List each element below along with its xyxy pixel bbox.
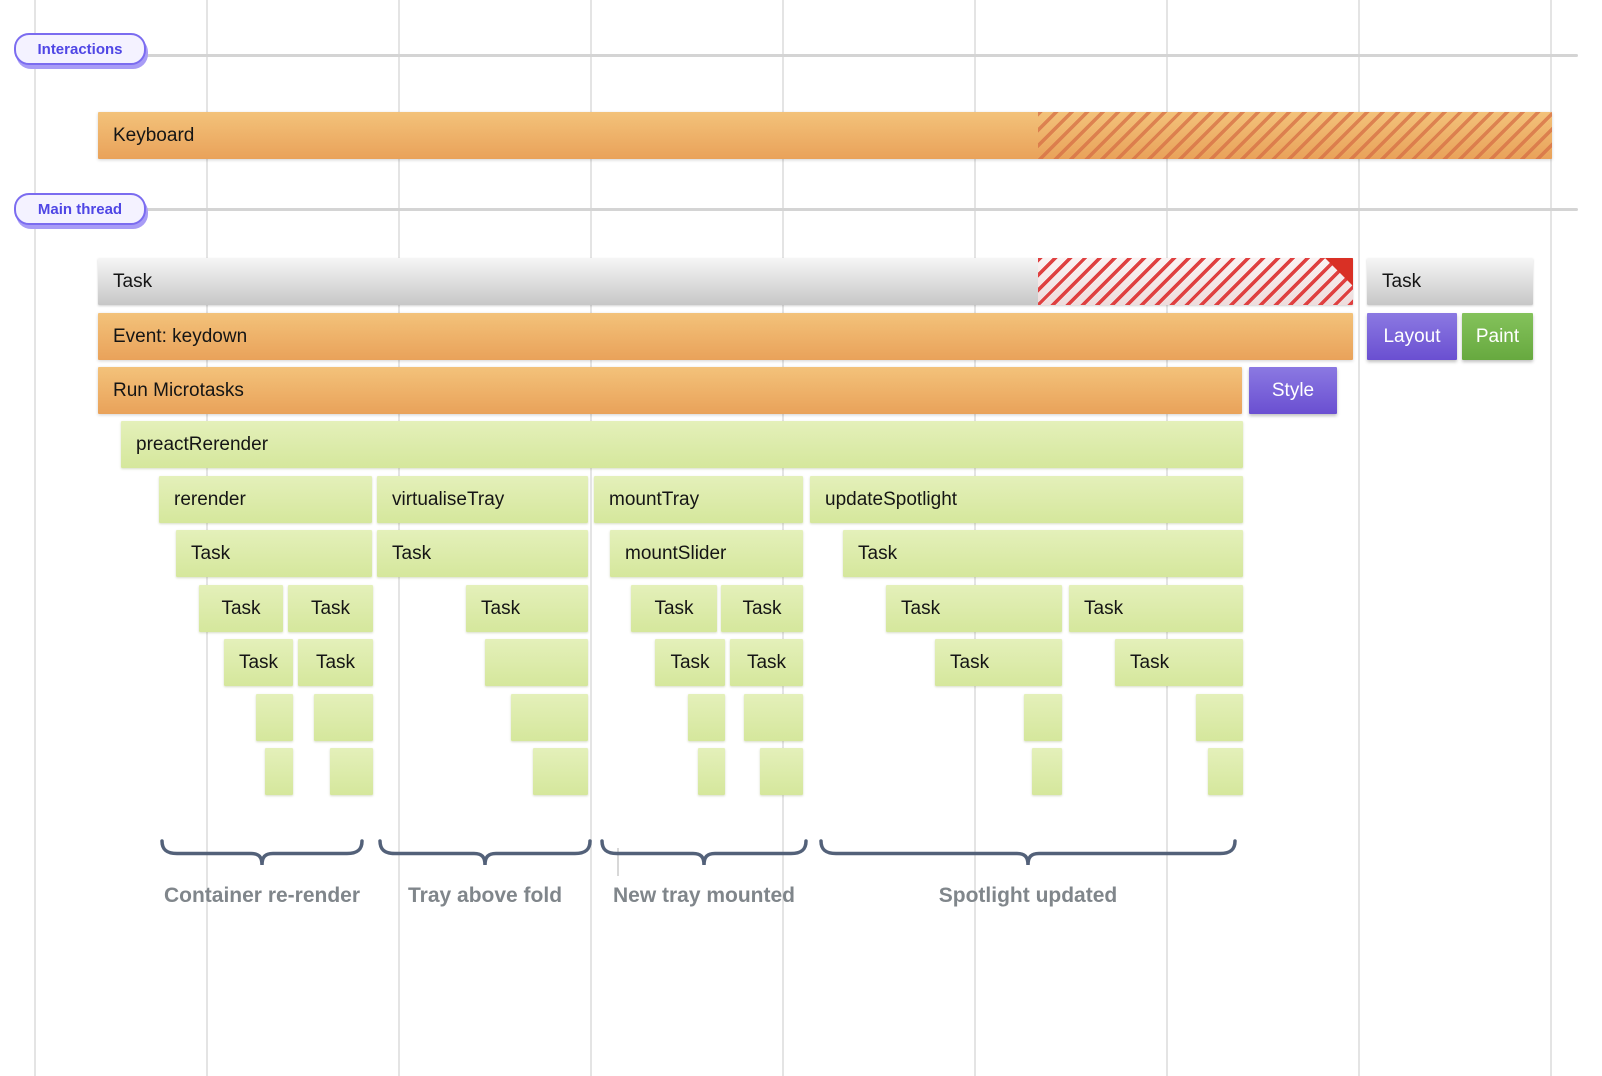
- bar-label: updateSpotlight: [825, 488, 958, 510]
- bar-label: Task: [858, 542, 898, 564]
- annotation-label: Tray above fold: [407, 884, 563, 907]
- annotation-label: New tray mounted: [612, 884, 796, 907]
- annotation-brace: [160, 839, 364, 866]
- task-bar[interactable]: Task: [224, 639, 293, 686]
- time-gridline: [1550, 0, 1552, 1076]
- task-bar[interactable]: Task: [886, 585, 1062, 632]
- task-block[interactable]: [265, 748, 293, 795]
- time-gridline: [34, 0, 36, 1076]
- annotation-brace: [819, 839, 1237, 866]
- task-bar[interactable]: Task: [377, 530, 588, 577]
- bar-label: Task: [1084, 597, 1124, 619]
- red-striped-overrun-hatch: [1038, 258, 1353, 305]
- layout-bar[interactable]: Layout: [1367, 313, 1457, 360]
- task-bar[interactable]: Task: [721, 585, 803, 632]
- task-bar[interactable]: Task: [298, 639, 373, 686]
- task-block[interactable]: [511, 694, 588, 741]
- bar-label: Style: [1271, 379, 1315, 401]
- task-block[interactable]: [256, 694, 293, 741]
- task-bar[interactable]: Task: [843, 530, 1243, 577]
- task-block[interactable]: [688, 694, 725, 741]
- orange-striped-overrun-hatch: [1038, 112, 1552, 159]
- bar-label: Task: [113, 270, 153, 292]
- paint-bar[interactable]: Paint: [1462, 313, 1533, 360]
- task-bar[interactable]: Task: [655, 639, 725, 686]
- task-bar[interactable]: Task: [466, 585, 588, 632]
- run-microtasks-bar[interactable]: Run Microtasks: [98, 367, 1242, 414]
- task-bar[interactable]: Task: [935, 639, 1062, 686]
- task-block[interactable]: [330, 748, 373, 795]
- main-thread-track-pill[interactable]: Main thread: [14, 193, 146, 225]
- bar-label: Task: [654, 597, 694, 619]
- bar-label: Task: [670, 651, 710, 673]
- track-separator-line: [30, 54, 1578, 57]
- bar-label: Task: [221, 597, 261, 619]
- long-task-warning-corner: [1325, 258, 1353, 286]
- task-block[interactable]: [485, 639, 588, 686]
- bar-label: Task: [315, 651, 356, 673]
- interactions-track-pill[interactable]: Interactions: [14, 33, 146, 65]
- bar-label: mountSlider: [625, 542, 727, 564]
- bar-label: Task: [191, 542, 231, 564]
- task-bar[interactable]: Task: [176, 530, 372, 577]
- time-gridline: [590, 0, 592, 1076]
- bar-label: Task: [742, 597, 782, 619]
- task-bar[interactable]: Task: [1069, 585, 1243, 632]
- bar-label: Task: [481, 597, 521, 619]
- bar-label: preactRerender: [136, 433, 269, 455]
- mount-slider-bar[interactable]: mountSlider: [610, 530, 803, 577]
- style-bar[interactable]: Style: [1249, 367, 1337, 414]
- task-block[interactable]: [314, 694, 373, 741]
- bar-label: Keyboard: [113, 124, 195, 146]
- task-block[interactable]: [698, 748, 725, 795]
- task-block[interactable]: [760, 748, 803, 795]
- annotation-label: Container re-render: [163, 884, 361, 907]
- second-task-bar[interactable]: Task: [1367, 258, 1533, 305]
- bar-label: rerender: [174, 488, 246, 510]
- bar-label: virtualiseTray: [392, 488, 505, 510]
- annotation-divider-tick: [617, 848, 619, 876]
- task-block[interactable]: [533, 748, 588, 795]
- track-separator-line: [30, 208, 1578, 211]
- bar-label: Run Microtasks: [113, 379, 244, 401]
- task-block[interactable]: [1196, 694, 1243, 741]
- rerender-bar[interactable]: rerender: [159, 476, 372, 523]
- bar-label: Task: [310, 597, 351, 619]
- mount-tray-bar[interactable]: mountTray: [594, 476, 803, 523]
- bar-label: Task: [950, 651, 990, 673]
- task-block[interactable]: [1024, 694, 1062, 741]
- task-bar[interactable]: Task: [199, 585, 283, 632]
- task-block[interactable]: [1032, 748, 1062, 795]
- bar-label: Task: [392, 542, 432, 564]
- bar-label: Event: keydown: [113, 325, 248, 347]
- task-block[interactable]: [744, 694, 803, 741]
- bar-label: Task: [746, 651, 787, 673]
- preact-rerender-bar[interactable]: preactRerender: [121, 421, 1243, 468]
- bar-label: Task: [1130, 651, 1170, 673]
- task-bar[interactable]: Task: [288, 585, 373, 632]
- task-bar[interactable]: Task: [730, 639, 803, 686]
- bar-label: Task: [1382, 270, 1422, 292]
- event-keydown-bar[interactable]: Event: keydown: [98, 313, 1353, 360]
- task-bar[interactable]: Task: [631, 585, 717, 632]
- bar-label: Layout: [1383, 325, 1441, 347]
- bar-label: Task: [238, 651, 279, 673]
- bar-label: mountTray: [609, 488, 700, 510]
- virtualise-tray-bar[interactable]: virtualiseTray: [377, 476, 588, 523]
- main-task-bar[interactable]: Task: [98, 258, 1353, 305]
- bar-label: Task: [901, 597, 941, 619]
- annotation-brace: [378, 839, 592, 866]
- task-block[interactable]: [1208, 748, 1243, 795]
- update-spotlight-bar[interactable]: updateSpotlight: [810, 476, 1243, 523]
- annotation-label: Spotlight updated: [938, 884, 1118, 907]
- annotation-brace: [600, 839, 808, 866]
- keyboard-interaction-bar[interactable]: Keyboard: [98, 112, 1552, 159]
- time-gridline: [1358, 0, 1360, 1076]
- task-bar[interactable]: Task: [1115, 639, 1243, 686]
- bar-label: Paint: [1475, 325, 1520, 347]
